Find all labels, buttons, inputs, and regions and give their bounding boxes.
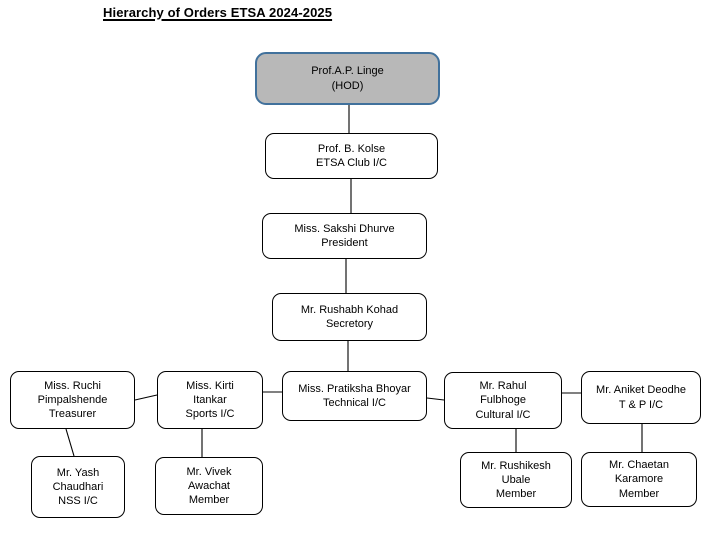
node-name2: Ubale bbox=[501, 473, 531, 486]
node-role: Member bbox=[188, 494, 230, 507]
org-node-secretary: Mr. Rushabh Kohad Secretory bbox=[272, 293, 427, 341]
node-role: ETSA Club I/C bbox=[316, 157, 387, 169]
org-node-tp-incharge: Mr. Aniket Deodhe T & P I/C bbox=[581, 371, 701, 424]
node-name: Mr. Rushabh Kohad bbox=[300, 303, 399, 316]
node-name: Mr. Vivek bbox=[186, 465, 232, 478]
node-name: Miss. Sakshi Dhurve bbox=[294, 222, 395, 235]
node-name2: Chaudhari bbox=[52, 480, 104, 493]
node-name2: Awachat bbox=[188, 479, 230, 492]
connector-treasurer-nss bbox=[65, 428, 75, 457]
node-role: Technical I/C bbox=[323, 397, 386, 409]
org-node-member-chaetan: Mr. Chaetan Karamore Member bbox=[581, 452, 697, 507]
node-role: Member bbox=[495, 488, 537, 501]
org-node-treasurer: Miss. Ruchi Pimpalshende Treasurer bbox=[10, 371, 135, 429]
org-node-president: Miss. Sakshi Dhurve President bbox=[262, 213, 427, 259]
node-role: President bbox=[321, 237, 368, 249]
node-name2: Fulbhoge bbox=[480, 394, 526, 407]
org-node-nss-incharge: Mr. Yash Chaudhari NSS I/C bbox=[31, 456, 125, 518]
node-name2: Karamore bbox=[614, 473, 664, 486]
node-role: Secretory bbox=[325, 318, 374, 330]
node-name: Miss. Pratiksha Bhoyar bbox=[298, 382, 411, 395]
node-name: Mr. Rahul bbox=[479, 380, 527, 393]
node-role: T & P I/C bbox=[618, 398, 664, 411]
node-role: Cultural I/C bbox=[475, 408, 531, 421]
node-name: Miss. Kirti bbox=[186, 379, 234, 392]
connector-treasurer-sports bbox=[134, 394, 158, 401]
org-node-club-incharge: Prof. B. Kolse ETSA Club I/C bbox=[265, 133, 438, 179]
node-name2: Pimpalshende bbox=[37, 393, 108, 406]
org-node-sports-incharge: Miss. Kirti Itankar Sports I/C bbox=[157, 371, 263, 429]
node-role: NSS I/C bbox=[58, 495, 98, 508]
node-name: Prof.A.P. Linge bbox=[311, 65, 384, 78]
page-title: Hierarchy of Orders ETSA 2024-2025 bbox=[103, 5, 333, 20]
org-node-cultural-incharge: Mr. Rahul Fulbhoge Cultural I/C bbox=[444, 372, 562, 429]
org-node-member-vivek: Mr. Vivek Awachat Member bbox=[155, 457, 263, 515]
node-name2: Itankar bbox=[193, 393, 227, 406]
node-name: Prof. B. Kolse bbox=[317, 142, 386, 155]
node-role: Sports I/C bbox=[185, 408, 235, 421]
connector-technical-cultural bbox=[426, 397, 445, 401]
node-role: Treasurer bbox=[48, 408, 97, 421]
org-node-technical-incharge: Miss. Pratiksha Bhoyar Technical I/C bbox=[282, 371, 427, 421]
node-name: Mr. Chaetan bbox=[609, 459, 669, 472]
org-node-hod: Prof.A.P. Linge (HOD) bbox=[255, 52, 440, 105]
org-node-member-rushikesh: Mr. Rushikesh Ubale Member bbox=[460, 452, 572, 508]
node-name: Mr. Rushikesh bbox=[481, 459, 551, 472]
node-role: Member bbox=[618, 487, 660, 500]
node-name: Mr. Yash bbox=[56, 466, 100, 479]
node-name: Mr. Aniket Deodhe bbox=[596, 384, 686, 397]
node-role: (HOD) bbox=[331, 79, 364, 92]
node-name: Miss. Ruchi bbox=[44, 379, 101, 392]
